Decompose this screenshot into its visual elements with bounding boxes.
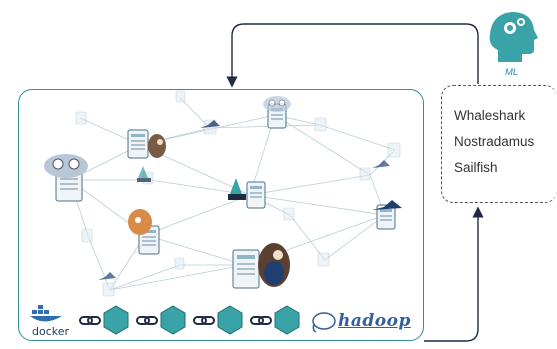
- ml-item-whaleshark: Whaleshark: [454, 108, 526, 123]
- ml-models-panel: [441, 85, 557, 203]
- server-icon: [232, 249, 260, 289]
- data-flow-arrow: [424, 206, 484, 342]
- chain-link-icon: [193, 316, 215, 325]
- small-node: [317, 252, 330, 267]
- ml-head-gear-icon: [489, 12, 538, 62]
- small-node: [359, 167, 371, 181]
- chain-link-icon: [136, 316, 158, 325]
- docker-logo-text: docker: [32, 325, 70, 338]
- ml-label: ML: [505, 67, 519, 78]
- sailfish-icon: [98, 272, 116, 280]
- small-node: [175, 90, 186, 103]
- lemur-mascot-icon: [263, 96, 291, 112]
- crane-icon: [137, 166, 151, 182]
- small-node: [174, 257, 185, 270]
- chain-link-icon: [79, 316, 101, 325]
- hexagon-node-icon: [274, 305, 300, 335]
- small-node: [75, 111, 87, 125]
- hadoop-logo-text: hadoop: [338, 311, 411, 331]
- crane-icon: [228, 178, 246, 200]
- hedgehog-mascot-icon: [258, 243, 290, 287]
- server-icon: [127, 129, 149, 159]
- small-node: [314, 117, 327, 132]
- server-icon: [246, 181, 266, 209]
- feedback-arrow: [226, 23, 479, 88]
- squirrel-mascot-icon: [128, 209, 152, 235]
- sailfish-icon: [372, 200, 402, 210]
- elephant-logo-icon: [312, 312, 336, 333]
- hexagon-node-icon: [103, 305, 129, 335]
- ml-item-nostradamus: Nostradamus: [454, 134, 535, 149]
- cluster-container: [18, 89, 424, 341]
- ml-item-sailfish: Sailfish: [454, 160, 498, 175]
- sailfish-icon: [372, 160, 390, 168]
- chain-link-icon: [250, 316, 272, 325]
- hexagon-node-icon: [217, 305, 243, 335]
- small-node: [102, 282, 115, 297]
- small-node: [81, 228, 93, 243]
- small-node: [283, 207, 295, 221]
- hexagon-node-icon: [160, 305, 186, 335]
- sailfish-icon: [200, 120, 220, 128]
- lemur-mascot-icon: [44, 154, 88, 178]
- small-node: [387, 142, 401, 158]
- faded-nodes: [75, 90, 401, 297]
- docker-logo-icon: [30, 305, 62, 322]
- server-icon: [376, 204, 396, 230]
- hedgehog-mascot-icon: [148, 134, 166, 158]
